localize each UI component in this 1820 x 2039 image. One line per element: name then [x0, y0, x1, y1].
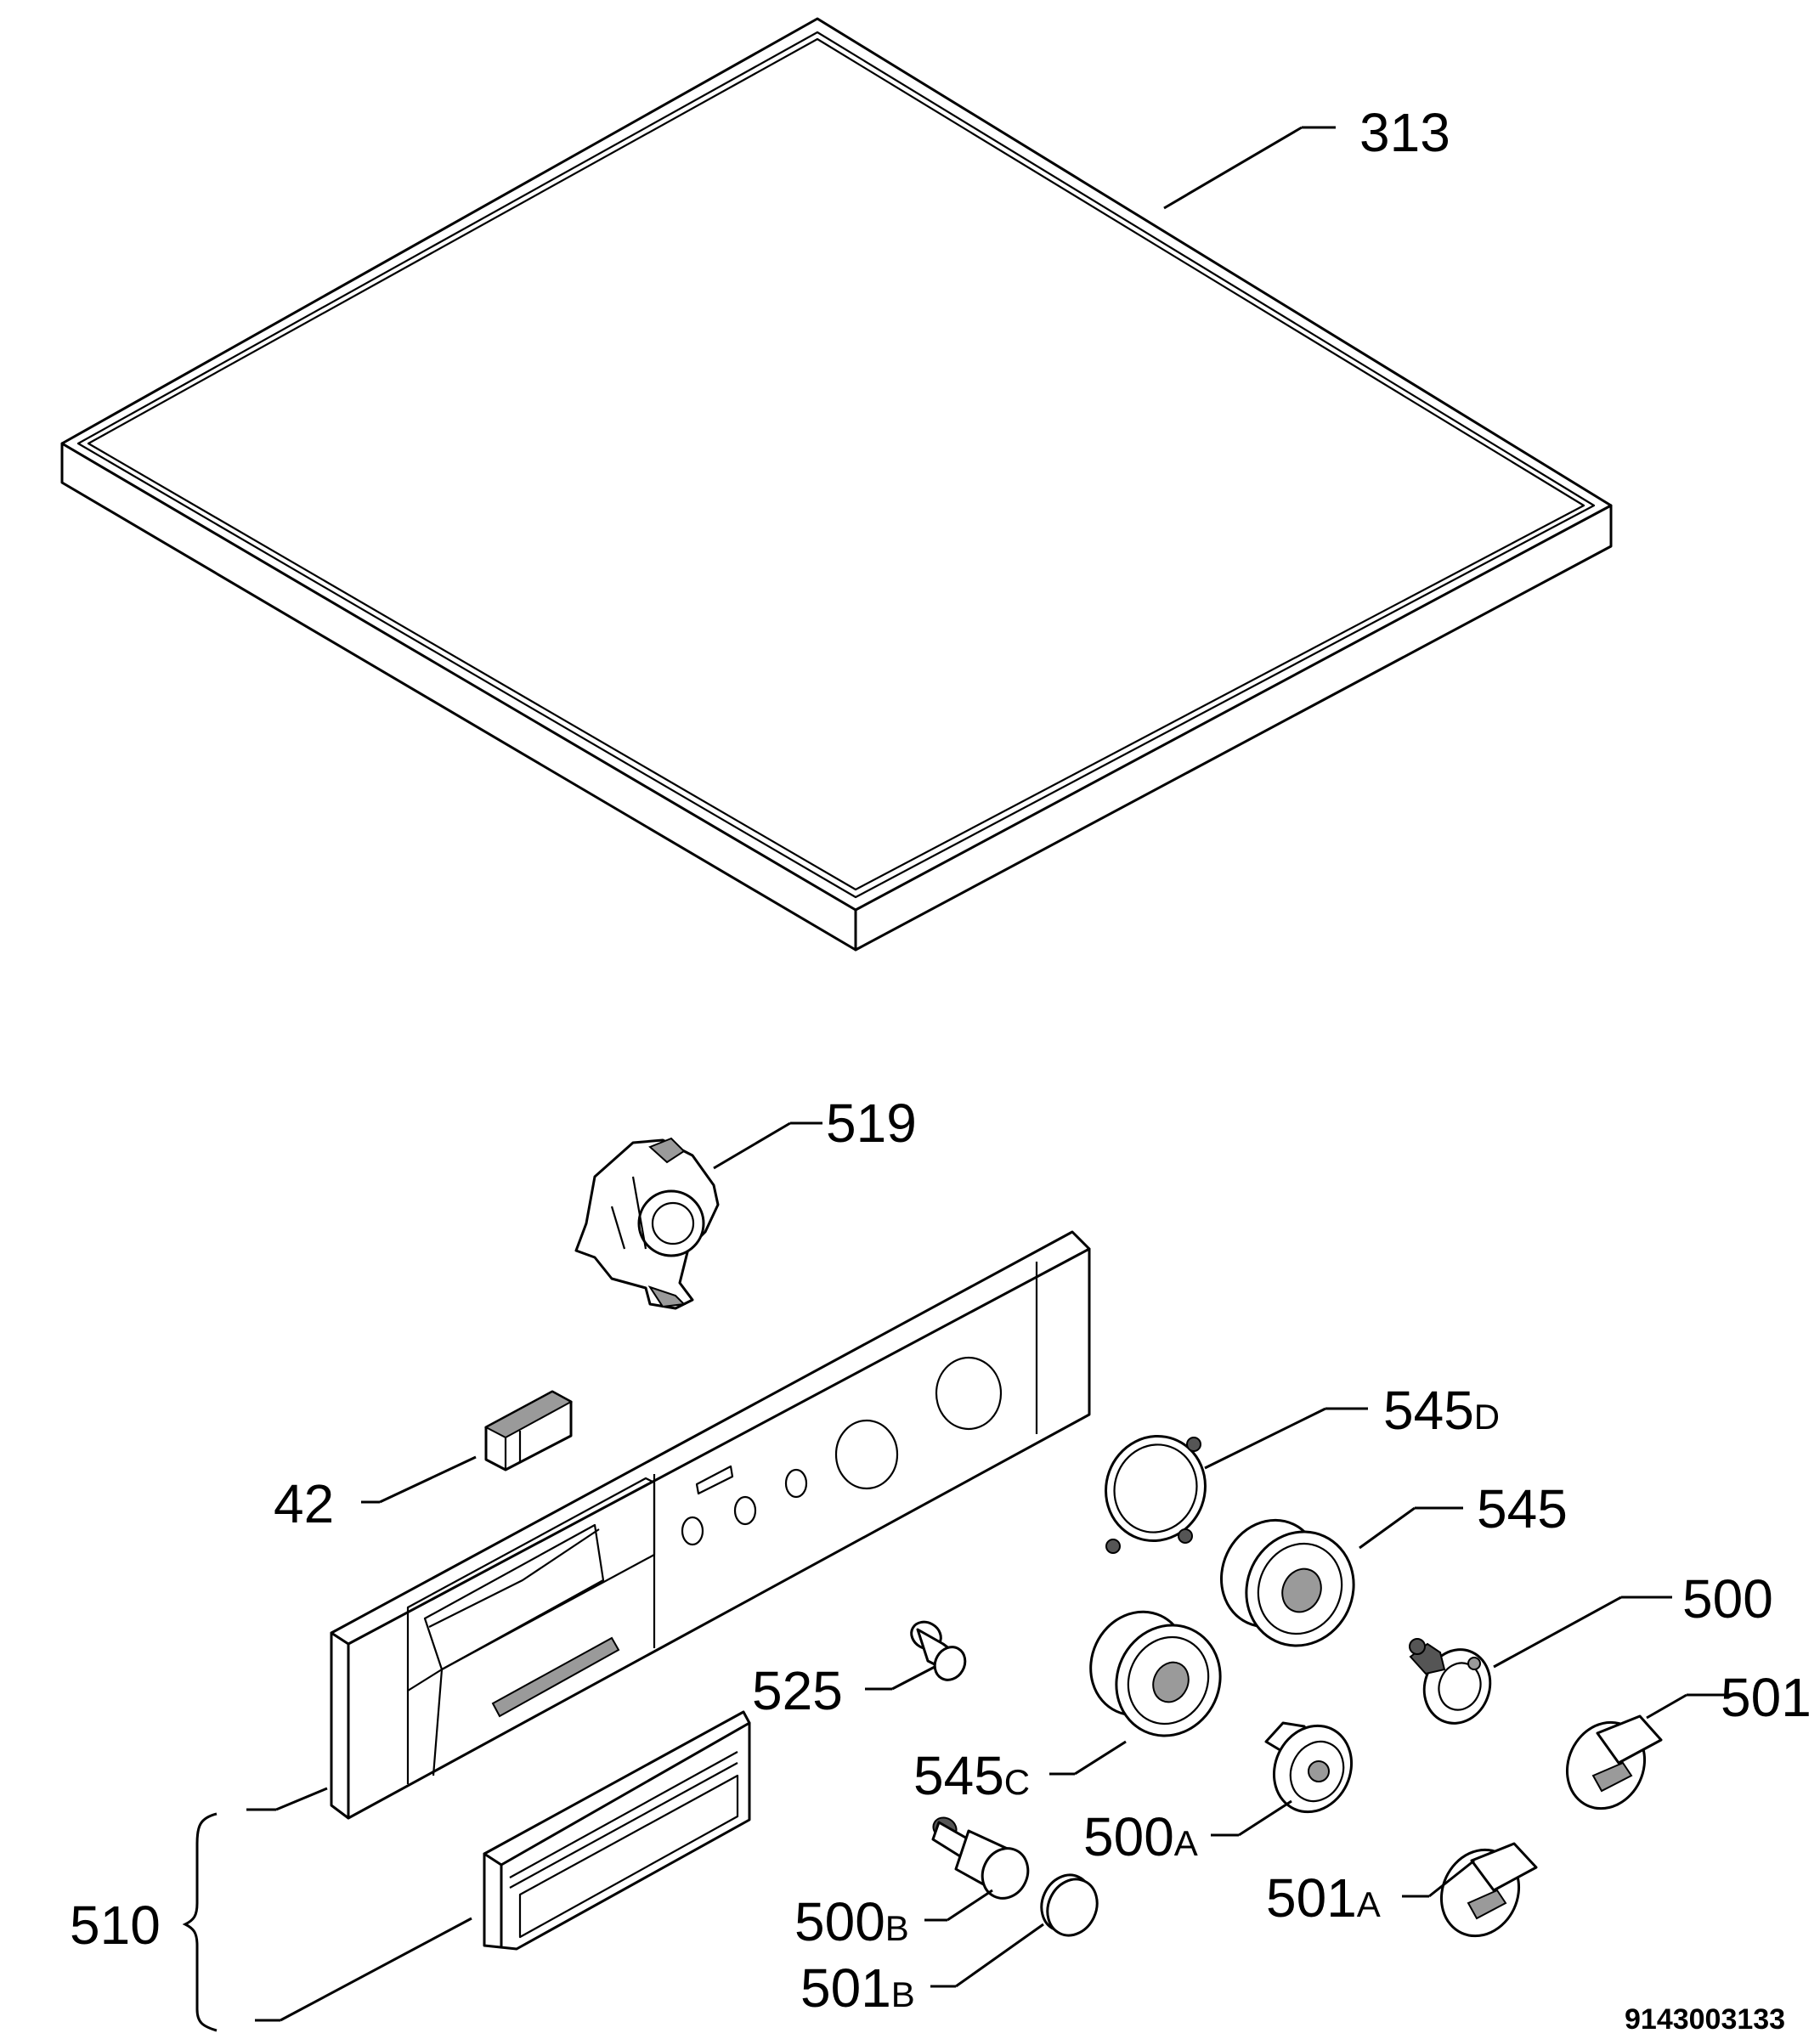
- part-500a-knob: [1264, 1721, 1354, 1814]
- leader-313: [1163, 126, 1303, 210]
- callout-545c: 545C: [913, 1745, 1030, 1806]
- callout-313: 313: [1359, 102, 1450, 163]
- part-501b-disc: [1040, 1873, 1099, 1937]
- part-545c-knob: [1089, 1610, 1222, 1737]
- part-500b-shaft: [931, 1816, 1030, 1900]
- part-545d-ring: [1105, 1434, 1207, 1554]
- leader-519: [713, 1121, 791, 1170]
- callout-545d: 545D: [1383, 1380, 1500, 1441]
- part-501a-cap: [1439, 1842, 1538, 1938]
- part-500-shaft: [1409, 1638, 1492, 1725]
- part-42-switch: [483, 1390, 574, 1471]
- callout-42: 42: [274, 1473, 334, 1534]
- callout-500b: 500B: [794, 1891, 909, 1952]
- callout-500: 500: [1682, 1568, 1773, 1630]
- callout-510: 510: [70, 1895, 161, 1956]
- callout-500a: 500A: [1083, 1806, 1198, 1867]
- part-545-knob: [1219, 1518, 1355, 1647]
- part-510-drawer-front: [483, 1710, 751, 1951]
- leader-545: [1359, 1506, 1416, 1550]
- part-control-panel-fascia: [330, 1230, 1091, 1820]
- leader-501: [1646, 1693, 1687, 1720]
- part-525-button: [910, 1620, 967, 1681]
- callout-525: 525: [752, 1660, 843, 1721]
- part-313-top-cover: [60, 17, 1613, 952]
- part-501-cap: [1565, 1714, 1663, 1810]
- leader-545d: [1204, 1407, 1326, 1470]
- part-519-bracket: [574, 1137, 720, 1310]
- callout-519: 519: [826, 1093, 917, 1154]
- callout-501b: 501B: [800, 1957, 915, 2019]
- callout-501a: 501A: [1266, 1867, 1381, 1929]
- document-number: 9143003133: [1625, 2003, 1785, 2036]
- leader-500: [1493, 1596, 1622, 1669]
- callout-501: 501: [1721, 1667, 1812, 1728]
- callout-545: 545: [1477, 1478, 1568, 1539]
- brace-510: [182, 1812, 218, 2032]
